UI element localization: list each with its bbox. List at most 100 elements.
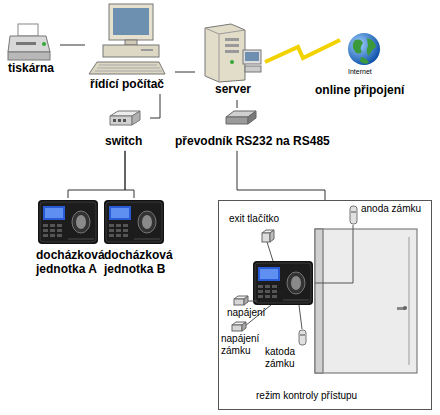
icon-path [353,39,363,53]
icon-rect [116,234,121,237]
device-label: napájení [227,307,265,319]
network-cable [125,151,134,198]
icon-rect [116,224,121,227]
icon-g [43,224,62,237]
icon-path [360,57,369,64]
icon-rect [300,334,305,336]
icon-rect [43,224,48,227]
icon-rect [111,208,129,218]
icon-path [299,305,302,329]
device-label: režim kontroly přístupu [256,390,357,402]
icon-g [104,200,164,244]
icon-rect [57,229,62,232]
icon-rect [225,50,239,53]
icon-rect [113,8,149,35]
device-node: exit tlačítko [229,213,299,243]
icon-rect [272,290,277,293]
icon-rect [113,119,116,122]
device-node: anoda zámku [349,203,433,227]
icon-rect [123,119,126,122]
icon-rect [315,229,323,373]
icon-rect [232,325,242,331]
device-label: online připojení [315,84,404,98]
icon-rect [265,285,270,288]
device-label: switch [105,135,142,149]
device-label: server [215,83,251,97]
icon-rect [262,233,270,242]
icon-path [244,296,248,305]
access-control-area: režim kontroly přístupu exit tlačítko anod… [218,200,432,410]
icon-rect [8,52,50,60]
icon-path [270,230,274,242]
icon-rect [40,202,96,242]
icon-rect [109,224,114,227]
device-label: řídící počítač [90,78,164,92]
network-cable [237,100,238,108]
exit-button [261,229,275,243]
device-node: switch [100,108,150,151]
icon-rect [123,229,128,232]
icon-g [258,285,277,298]
icon-rect [225,44,239,47]
icon-circle [230,60,234,64]
icon-rect [57,234,62,237]
globe-icon [347,32,381,66]
icon-circle [403,306,407,310]
device-node: napájení [225,295,277,321]
device-label: docházková jednotka A [36,249,112,277]
device-node: Internetonline připojení [340,32,406,100]
icon-path [323,229,409,373]
icon-rect [315,229,417,373]
icon-path [205,28,245,82]
device-label: katoda zámku [265,346,305,369]
device-node: katoda zámku [265,329,311,371]
icon-path [8,36,50,52]
icon-ellipse [76,215,86,229]
icon-rect [109,229,114,232]
icon-ellipse [142,215,152,229]
device-node: docházková jednotka B [104,198,184,284]
icon-rect [123,234,128,237]
icon-rect [109,4,153,40]
network-cable [237,151,325,200]
icon-circle [348,33,380,65]
device-label: anoda zámku [361,203,421,215]
icon-rect [50,224,55,227]
icon-rect [16,42,36,45]
icon-path [95,65,162,71]
device-node: řídící počítač [85,2,175,94]
device-node: tiskárna [2,22,60,78]
icon-rect [103,45,159,57]
icon-path [267,242,273,261]
icon-rect [351,211,356,213]
icon-rect [123,224,128,227]
icon-rect [104,200,164,244]
attendance-terminal [38,200,100,246]
icon-rect [260,269,278,279]
icon-rect [106,202,162,242]
network-cable [68,151,125,198]
device-node: převodník RS232 na RS485 [168,108,368,151]
icon-rect [43,229,48,232]
icon-path [205,24,245,82]
icon-g [38,200,98,244]
printer-icon [6,22,52,62]
icon-rect [243,50,261,64]
icon-rect [245,66,261,72]
icon-rect [134,238,160,240]
icon-g [109,224,128,237]
icon-rect [109,234,114,237]
network-cable [175,72,195,73]
device-node: docházková jednotka A [26,198,114,284]
device-node: server [195,22,265,100]
icon-path [242,322,246,331]
icon-rect [43,206,65,220]
icon-rect [50,234,55,237]
icon-rect [45,208,63,218]
icon-rect [43,234,48,237]
attendance-terminal [104,200,166,246]
network-cable [150,94,160,118]
icon-rect [272,285,277,288]
converter-icon [224,110,258,130]
